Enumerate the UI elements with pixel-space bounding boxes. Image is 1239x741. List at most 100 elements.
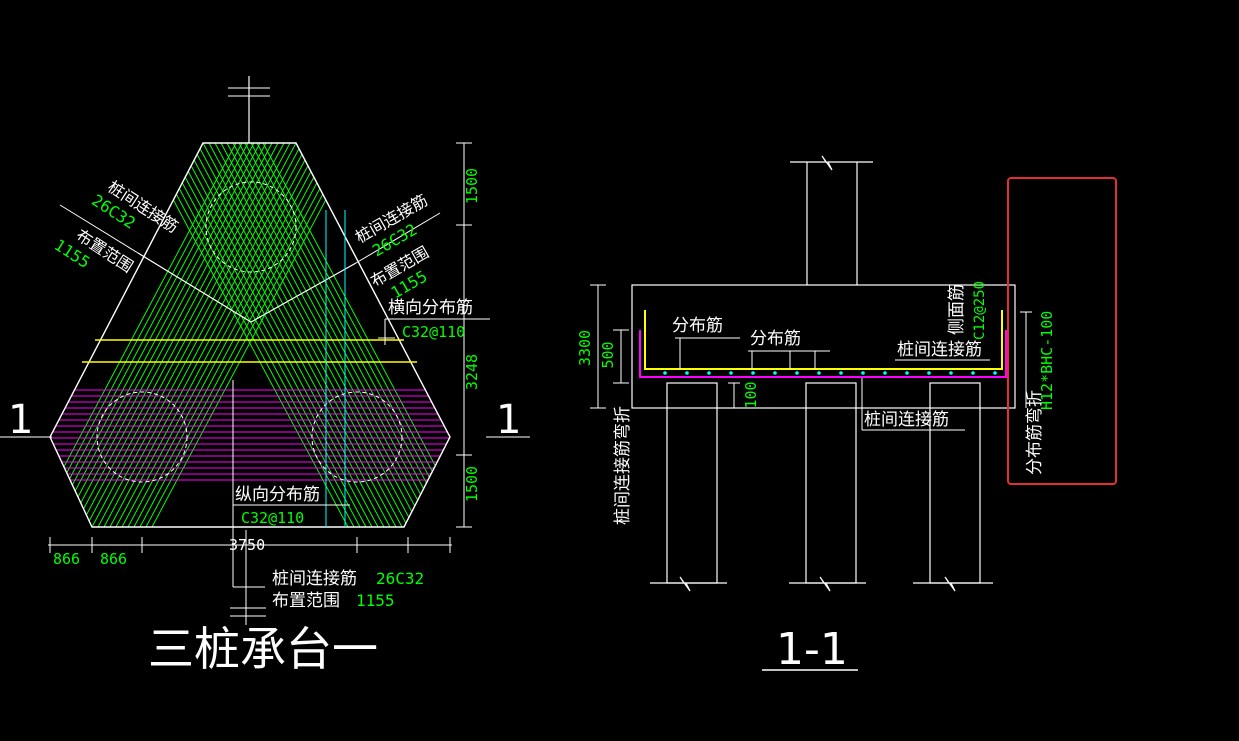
green-hatch-line [67,143,273,527]
dim-section-top: 500 [599,341,617,368]
bottom-dimension [48,537,452,553]
green-hatch-line [50,143,237,527]
label-hoop: H12*BHC-100 [1038,311,1056,410]
green-hatch-line [133,143,339,527]
dim-bot-a: 866 [53,550,80,568]
green-hatch-line [178,143,385,527]
green-hatch-line [160,143,367,527]
green-hatch-line [214,143,421,527]
right-dimension [456,142,472,528]
green-hatch-line [115,143,321,527]
label-pile-conn: 桩间连接筋 [897,340,982,360]
label-transverse-spec: C32@110 [402,323,465,341]
piles [650,382,993,592]
pile-circle-top [205,181,297,273]
green-hatch-line [73,143,279,527]
dist-rebar-yellow [644,310,1003,370]
section-view: 3300 500 100 分布筋 分布筋 桩间连接筋 桩间连接筋 侧面筋 C12… [576,155,1117,675]
green-hatch-line [190,143,397,527]
label-side-face: 侧面筋 [947,284,967,335]
rebar-dot [905,371,909,375]
rebar-dot [663,371,667,375]
dim-bot-b: 866 [100,550,127,568]
green-hatch-line [103,143,309,527]
green-hatch-line [127,143,333,527]
section-title: 1-1 [776,624,848,675]
section-mark-left: 1 [8,397,33,443]
label-transverse: 横向分布筋 [388,298,473,318]
green-hatch-line [262,143,450,527]
dim-right-mid: 3248 [463,354,481,390]
pile-conn-rebar-magenta [639,330,1007,378]
rebar-dot [817,371,821,375]
green-hatch-line [232,143,439,527]
pile-circle-left [96,391,188,483]
label-left-bend: 桩间连接筋弯折 [613,406,633,525]
green-hatch-line [244,143,450,527]
rebar-dot [861,371,865,375]
dim-bot-total: 3750 [229,536,265,554]
label-longitudinal-spec: C32@110 [241,509,304,527]
green-hatch-line [145,143,351,527]
plan-title: 三桩承台一 [148,622,378,676]
rebar-dot [971,371,975,375]
dim-section-cover: 100 [742,381,760,408]
rebar-dots [663,371,997,375]
label-bottom-range: 布置范围 [272,591,340,611]
label-pile-conn-bottom: 桩间连接筋 [864,410,949,430]
green-hatch-line [172,143,379,527]
rebar-dot [685,371,689,375]
dim-right-top: 1500 [463,168,481,204]
green-hatch-line [184,143,391,527]
green-hatch-line [50,143,249,527]
green-hatch-line [202,143,409,527]
label-bottom-range-val: 1155 [356,591,395,610]
green-hatch-line [238,143,445,527]
label-dist-1: 分布筋 [672,316,723,336]
green-hatch-line [61,143,267,527]
rebar-dot [729,371,733,375]
rebar-dot [751,371,755,375]
green-hatch-line [121,143,327,527]
green-hatch-line [151,143,357,527]
rebar-dot [839,371,843,375]
label-bottom-bar: 桩间连接筋 [272,569,357,589]
rebar-dot [949,371,953,375]
label-dist-2: 分布筋 [750,329,801,349]
green-hatch-line [250,143,450,527]
green-hatch-line [139,143,345,527]
leader-right [355,212,441,264]
rebar-dot [795,371,799,375]
green-hatch-line [50,143,243,527]
rebar-dot [883,371,887,375]
green-hatch-line [79,143,285,527]
dim-right-bot: 1500 [463,466,481,502]
highlight-box [1007,177,1117,485]
dim-section-total: 3300 [576,330,594,366]
green-hatch-line [91,143,297,527]
green-hatch-line [208,143,415,527]
green-hatch-line [226,143,433,527]
rebar-hatching [50,143,450,527]
rebar-dot [993,371,997,375]
green-hatch-line [85,143,291,527]
label-longitudinal: 纵向分布筋 [235,485,320,505]
green-hatch-line [109,143,315,527]
label-bottom-bar-spec: 26C32 [376,569,424,588]
green-hatch-line [220,143,427,527]
green-hatch-line [166,143,373,527]
section-mark-right: 1 [496,397,521,443]
section-left-dimension [590,284,740,409]
rebar-dot [773,371,777,375]
label-side-face-spec: C12@250 [972,281,988,340]
column [790,155,873,285]
pile-circle-right [311,391,403,483]
green-hatch-line [50,143,255,527]
green-hatch-line [196,143,403,527]
green-hatch-line [55,143,261,527]
green-hatch-line [142,143,349,527]
plan-view: 1 1 1500 3248 1500 866 866 3750 桩间连接筋 [0,76,530,676]
leader-left [59,204,139,254]
rebar-dot [927,371,931,375]
